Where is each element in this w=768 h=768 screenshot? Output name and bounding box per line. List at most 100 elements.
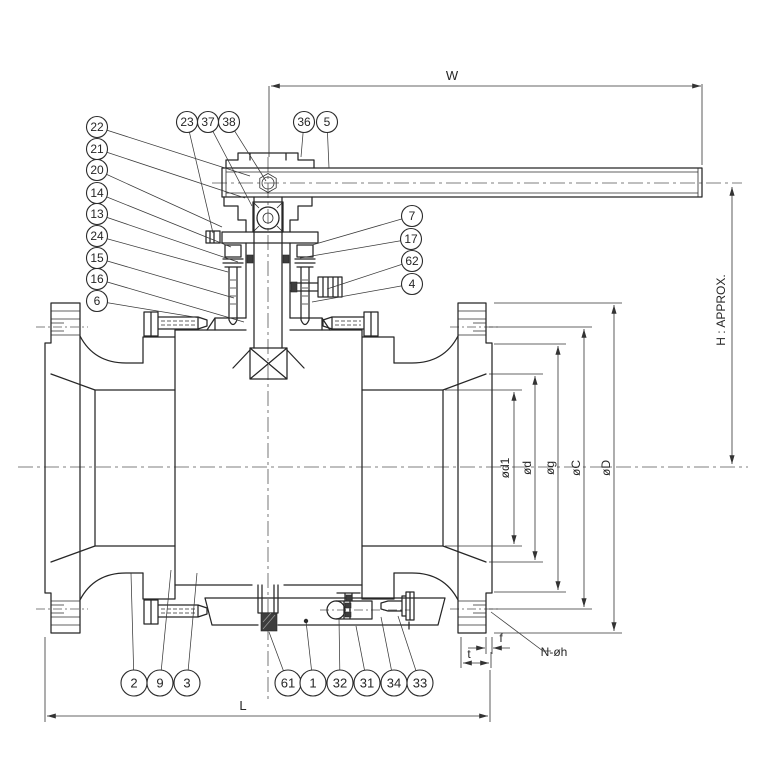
- dim-c-label: øC: [569, 460, 583, 476]
- balloon-9: 9: [146, 669, 174, 697]
- svg-text:31: 31: [360, 676, 374, 691]
- balloon-15: 15: [85, 246, 109, 270]
- balloon-13: 13: [85, 202, 109, 226]
- svg-text:13: 13: [90, 207, 104, 221]
- packing-seal-right: [282, 254, 290, 264]
- svg-text:32: 32: [333, 676, 347, 691]
- svg-text:7: 7: [409, 209, 416, 223]
- dim-dd: øD: [494, 302, 622, 634]
- svg-text:3: 3: [183, 676, 190, 691]
- right-flange: [361, 302, 493, 634]
- svg-text:36: 36: [297, 115, 311, 129]
- balloon-33: 33: [406, 669, 434, 697]
- balloon-1: 1: [299, 669, 327, 697]
- svg-text:20: 20: [90, 163, 104, 177]
- balloon-6: 6: [85, 289, 109, 313]
- balloon-21: 21: [85, 137, 109, 161]
- dim-l: L: [44, 637, 491, 722]
- stopper-parts: [326, 591, 415, 630]
- dim-f: f: [468, 631, 510, 654]
- svg-text:22: 22: [90, 120, 104, 134]
- stem-assembly: [205, 152, 703, 380]
- dim-bolt-holes-label: N-øh: [541, 645, 568, 659]
- dim-h-label: H : APPROX.: [714, 274, 728, 345]
- handle-lever: [221, 167, 703, 198]
- dim-f-label: f: [499, 631, 503, 645]
- svg-text:16: 16: [90, 272, 104, 286]
- packing-seal-left: [246, 254, 254, 264]
- dim-bolt-holes: N-øh: [490, 611, 568, 659]
- handle-hex-bolt: [259, 173, 277, 193]
- svg-text:6: 6: [94, 294, 101, 308]
- drain-plug: [257, 584, 279, 632]
- dim-t: t: [460, 637, 492, 668]
- right-neck: [361, 329, 459, 601]
- body-bolt-top-right: [322, 311, 379, 337]
- svg-text:37: 37: [201, 115, 215, 129]
- stopper-bolt: [380, 591, 415, 630]
- gland-stud-left: [222, 244, 244, 326]
- balloon-14: 14: [85, 181, 109, 205]
- balloon-17: 17: [399, 227, 423, 251]
- body-bolt-bottom-left: [143, 599, 208, 625]
- svg-text:14: 14: [90, 186, 104, 200]
- dim-l-label: L: [239, 698, 246, 713]
- stem-ball-drive: [249, 347, 288, 380]
- svg-text:38: 38: [222, 115, 236, 129]
- stem-bracket: [223, 196, 313, 233]
- balloon-16: 16: [85, 267, 109, 291]
- stem-column: [232, 196, 305, 369]
- svg-text:4: 4: [409, 277, 416, 291]
- dim-g: øg: [494, 343, 566, 593]
- balloon-37: 37: [196, 110, 220, 134]
- svg-text:34: 34: [387, 676, 401, 691]
- svg-text:5: 5: [324, 115, 331, 129]
- svg-text:61: 61: [281, 676, 295, 691]
- balloon-24: 24: [85, 224, 109, 248]
- dimensions: W H : APPROX. ød1 ød øg øC: [44, 68, 735, 722]
- dim-c: øC: [489, 326, 592, 610]
- dim-h: H : APPROX.: [714, 187, 735, 464]
- dim-d1: ød1: [445, 389, 522, 547]
- svg-text:15: 15: [90, 251, 104, 265]
- balloon-62: 62: [400, 249, 424, 273]
- balloon-2: 2: [120, 669, 148, 697]
- svg-text:62: 62: [405, 254, 419, 268]
- body-bolts: [143, 311, 379, 625]
- centerlines: [18, 157, 748, 700]
- balloon-22: 22: [85, 115, 109, 139]
- balloon-leaders: [96, 121, 421, 684]
- balloon-3: 3: [173, 669, 201, 697]
- stem-bolt: [256, 206, 280, 230]
- svg-text:33: 33: [413, 676, 427, 691]
- body-bolt-top-left: [143, 311, 208, 337]
- dim-t-label: t: [467, 647, 471, 661]
- dim-dd-label: øD: [599, 460, 613, 476]
- dim-g-label: øg: [543, 461, 557, 475]
- dim-w-label: W: [446, 68, 459, 83]
- svg-text:1: 1: [309, 676, 316, 691]
- left-flange: [44, 302, 176, 634]
- gland-flange: [205, 230, 319, 244]
- balloon-38: 38: [217, 110, 241, 134]
- balloon-36: 36: [292, 110, 316, 134]
- gland-stud-right: [294, 244, 316, 326]
- balloon-61: 61: [274, 669, 302, 697]
- dim-w: W: [268, 68, 703, 165]
- svg-text:9: 9: [156, 676, 163, 691]
- dim-d-label: ød: [520, 461, 534, 475]
- balloon-23: 23: [175, 110, 199, 134]
- svg-text:2: 2: [130, 676, 137, 691]
- handle-hex-bolt-shank: [261, 176, 275, 190]
- balloon-20: 20: [85, 158, 109, 182]
- balloon-4: 4: [400, 272, 424, 296]
- svg-text:21: 21: [90, 142, 104, 156]
- left-neck: [79, 329, 176, 601]
- svg-text:17: 17: [404, 232, 418, 246]
- svg-text:24: 24: [90, 229, 104, 243]
- valve-body: [44, 302, 493, 634]
- balloon-31: 31: [353, 669, 381, 697]
- balloon-34: 34: [380, 669, 408, 697]
